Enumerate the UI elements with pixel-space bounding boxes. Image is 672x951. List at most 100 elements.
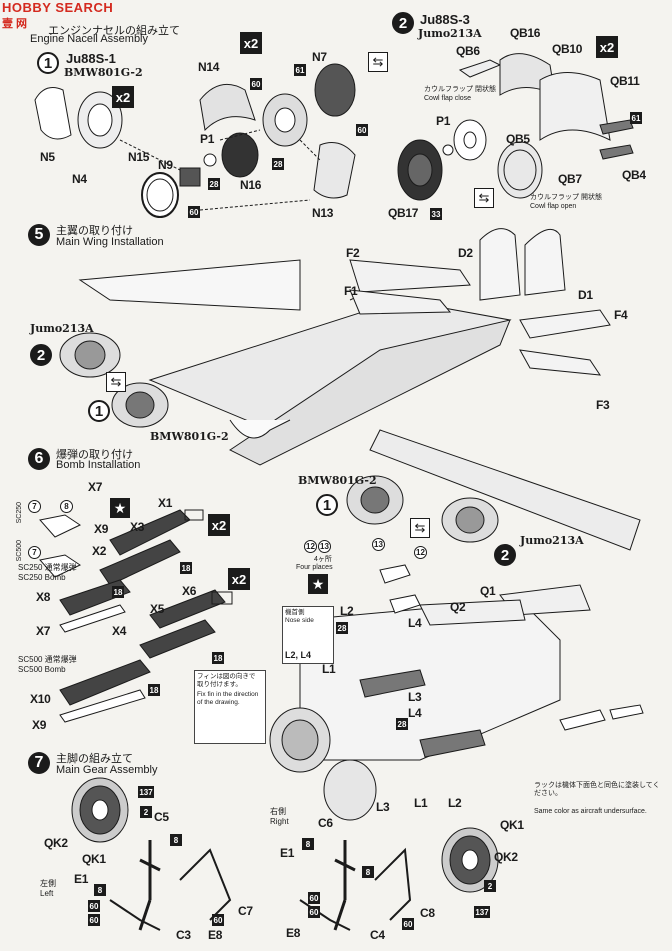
part-L2: L2	[448, 796, 462, 810]
part-F1: F1	[344, 284, 358, 298]
step7-title-jp: 主脚の組み立て	[56, 753, 133, 765]
part-X2: X2	[92, 544, 107, 558]
part-L2: L2	[340, 604, 354, 618]
nose-side-en: Nose side	[285, 617, 314, 624]
paint-code: 8	[170, 834, 182, 846]
paint-code: 18	[148, 684, 160, 696]
variant-swap-icon: ⇆	[106, 372, 126, 392]
variant1-badge: 1	[37, 52, 59, 74]
part-E8: E8	[286, 926, 301, 940]
bmw-label: BMW801G-2	[150, 430, 229, 443]
paint-code: 28	[336, 622, 348, 634]
paint-code: 12	[414, 546, 427, 559]
part-QK1: QK1	[500, 818, 524, 832]
step6-title-en: Bomb Installation	[56, 459, 141, 471]
sc250-en: SC250 Bomb	[18, 573, 66, 582]
part-QB10: QB10	[552, 42, 583, 56]
watermark-logo: HOBBY SEARCH 壹 网	[0, 0, 190, 34]
x2-badge: x2	[208, 514, 230, 536]
part-C3: C3	[176, 928, 191, 942]
paint-code: 61	[630, 112, 642, 124]
x2-badge: x2	[596, 36, 618, 58]
paint-code: 2	[140, 806, 152, 818]
ju88s3-name: Ju88S-3	[420, 12, 470, 27]
part-F2: F2	[346, 246, 360, 260]
cowl-swap-icon: ⇆	[474, 188, 494, 208]
part-C5: C5	[154, 810, 169, 824]
part-Q1: Q1	[480, 584, 496, 598]
paint-code: 60	[188, 206, 200, 218]
paint-code: 60	[308, 906, 320, 918]
step5-number: 5	[28, 224, 50, 246]
part-X10: X10	[30, 692, 51, 706]
part-QK2: QK2	[44, 836, 68, 850]
cowl-close-jp: カウルフラップ 閉状態	[424, 86, 496, 93]
part-X4: X4	[112, 624, 127, 638]
part-C8: C8	[420, 906, 435, 920]
part-QB11: QB11	[610, 74, 640, 88]
part-X7: X7	[36, 624, 51, 638]
part-L3: L3	[376, 800, 390, 814]
step5-title-en: Main Wing Installation	[56, 236, 164, 248]
paint-code: 60	[250, 78, 262, 90]
l2l4-label: L2, L4	[285, 650, 312, 660]
part-F4: F4	[614, 308, 628, 322]
part-L3: L3	[408, 690, 422, 704]
fin-direction-note: フィンは図の向きで 取り付けます。 Fix fin in the directi…	[194, 670, 266, 744]
part-QK2: QK2	[494, 850, 518, 864]
nose-side-jp: 機首側	[285, 609, 305, 616]
part-N14: N14	[198, 60, 220, 74]
ju88s1-name: Ju88S-1	[66, 51, 116, 66]
paint-code: 8	[60, 500, 73, 513]
paint-code: 2	[484, 880, 496, 892]
part-C4: C4	[370, 928, 385, 942]
nose-side-note: 機首側 Nose side L2, L4	[282, 606, 334, 664]
paint-code: 18	[112, 586, 124, 598]
part-QB4: QB4	[622, 168, 646, 182]
cowl-close-en: Cowl flap close	[424, 95, 472, 102]
step7-number: 7	[28, 752, 50, 774]
variant1-badge: 1	[88, 400, 110, 422]
part-E1: E1	[74, 872, 89, 886]
part-L4: L4	[408, 616, 422, 630]
part-X9: X9	[32, 718, 47, 732]
part-N5: N5	[40, 150, 55, 164]
sc500-en: SC500 Bomb	[18, 665, 66, 674]
gear-right-en: Right	[270, 817, 289, 826]
part-QB5: QB5	[506, 132, 530, 146]
part-L1: L1	[414, 796, 428, 810]
ju88s3-engine: Jumo213A	[418, 27, 482, 40]
part-QB17: QB17	[388, 206, 419, 220]
paint-code: 60	[88, 914, 100, 926]
part-X5: X5	[150, 602, 165, 616]
paint-code: 137	[138, 786, 154, 798]
step7-title-en: Main Gear Assembly	[56, 764, 158, 776]
paint-code: 8	[362, 866, 374, 878]
paint-code: 60	[88, 900, 100, 912]
part-X9: X9	[94, 522, 109, 536]
cowl-open-en: Cowl flap open	[530, 203, 577, 210]
sc500-jp: SC500 通常爆弾	[18, 655, 77, 664]
star-marker-icon: ★	[110, 498, 130, 518]
four-places-en: Four places	[296, 564, 333, 571]
paint-code: 60	[356, 124, 368, 136]
cowl-open-jp: カウルフラップ 開状態	[530, 194, 602, 201]
paint-code: 28	[208, 178, 220, 190]
step4-title-en: Engine Nacell Assembly	[30, 33, 149, 45]
part-L1: L1	[322, 662, 336, 676]
part-X1: X1	[158, 496, 173, 510]
paint-code: 60	[308, 892, 320, 904]
star-marker-icon: ★	[308, 574, 328, 594]
step6-number: 6	[28, 448, 50, 470]
variant2-badge: 2	[30, 344, 52, 366]
paint-code: 28	[396, 718, 408, 730]
four-places-jp: 4ヶ所	[314, 556, 332, 563]
paint-code: 61	[294, 64, 306, 76]
step4-title-jp: エンジンナセルの組み立て	[48, 25, 180, 37]
paint-code: 8	[94, 884, 106, 896]
variant-swap-icon: ⇆	[368, 52, 388, 72]
part-N4: N4	[72, 172, 87, 186]
variant1-badge: 1	[316, 494, 338, 516]
paint-code: 33	[430, 208, 442, 220]
part-N13: N13	[312, 206, 334, 220]
